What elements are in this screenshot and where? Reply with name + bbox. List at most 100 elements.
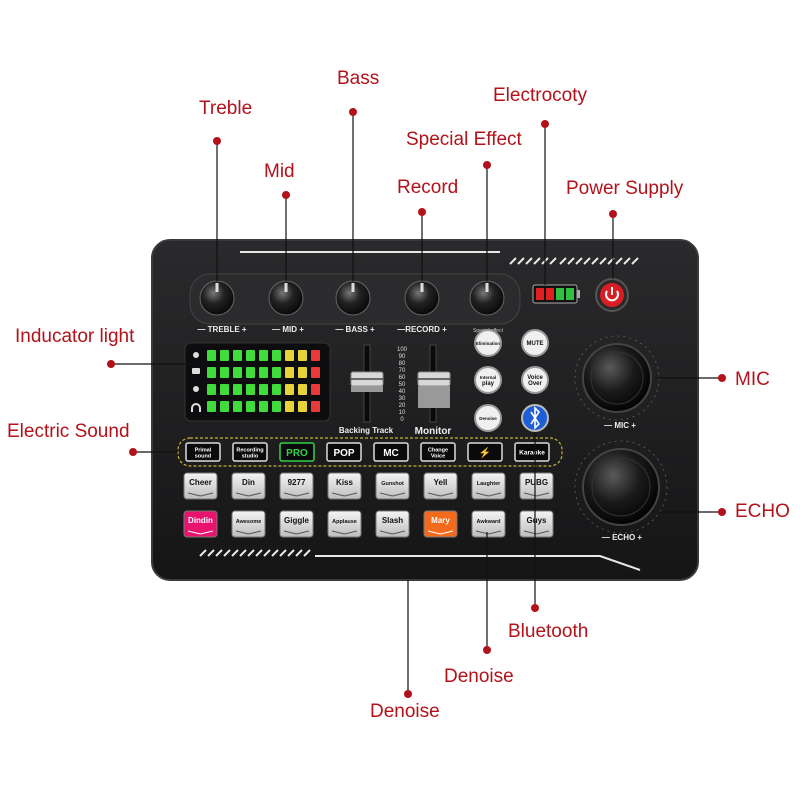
pad-applause[interactable]: Applause [327, 510, 362, 538]
led-segment [233, 401, 242, 412]
mode-button-label: sound [195, 454, 212, 460]
led-segment [298, 367, 307, 378]
led-segment [311, 401, 320, 412]
pad-laughter[interactable]: Laughter [471, 472, 506, 500]
pad-label: Laughter [477, 481, 501, 487]
led-segment [259, 367, 268, 378]
led-segment [207, 384, 216, 395]
record-knob-label: —RECORD + [397, 325, 447, 334]
pad-label: Giggle [284, 516, 309, 525]
scale-tick-label: 90 [399, 354, 406, 360]
round-button-label: play [482, 381, 495, 387]
bass-knob[interactable] [335, 280, 371, 316]
mode-button-7[interactable]: Karaoke [514, 442, 550, 462]
led-segment [207, 367, 216, 378]
scale-tick-label: 60 [399, 375, 406, 381]
mode-button-label: Karaoke [519, 450, 545, 457]
led-segment [246, 367, 255, 378]
led-meter-panel [184, 342, 331, 422]
phone-icon [192, 368, 200, 374]
led-meter [207, 350, 320, 412]
led-segment [311, 350, 320, 361]
led-segment [220, 384, 229, 395]
record-knob[interactable] [404, 280, 440, 316]
led-segment [246, 350, 255, 361]
led-segment [246, 401, 255, 412]
led-segment [259, 350, 268, 361]
callout-indicator-light: Inducator light [15, 326, 135, 347]
led-segment [233, 384, 242, 395]
callout-denoise-1: Denoise [444, 666, 514, 687]
mode-button-label: MC [383, 448, 399, 459]
led-segment [298, 384, 307, 395]
mode-button-4[interactable]: MC [373, 442, 409, 462]
bass-knob-label: — BASS + [335, 325, 375, 334]
pad-din[interactable]: Din [231, 472, 266, 500]
monitor-fader[interactable] [417, 344, 451, 423]
mode-button-2[interactable]: PRO [279, 442, 315, 462]
backing-track-fader[interactable] [350, 344, 384, 423]
pad-label: Mary [431, 516, 450, 525]
power-button[interactable] [595, 278, 629, 312]
pad-gunshot[interactable]: Gunshot [375, 472, 410, 500]
led-segment [220, 367, 229, 378]
bottom-stripes [199, 549, 311, 557]
mode-button-6[interactable]: ⚡ [467, 442, 503, 462]
mode-button-3[interactable]: POP [326, 442, 362, 462]
led-row-icons [191, 352, 201, 412]
round-button-denoise[interactable]: Denoise [474, 404, 502, 432]
callout-special-effect: Special Effect [406, 129, 522, 150]
led-segment [246, 384, 255, 395]
echo-knob[interactable] [574, 440, 668, 534]
pad-label: Guys [526, 516, 547, 525]
led-segment [285, 384, 294, 395]
pad-dindin[interactable]: Dindin [183, 510, 218, 538]
pad-9277[interactable]: 9277 [279, 472, 314, 500]
mode-button-label: ⚡ [479, 446, 491, 459]
callout-mic: MIC [735, 369, 770, 390]
round-button-label: Over [528, 381, 542, 387]
callout-bluetooth: Bluetooth [508, 621, 589, 642]
pad-yell[interactable]: Yell [423, 472, 458, 500]
pad-awesome[interactable]: Awesome [231, 510, 266, 538]
round-button-label: Elimination [476, 341, 501, 346]
pad-guys[interactable]: Guys [519, 510, 554, 538]
pad-pubg[interactable]: PUBG [519, 472, 554, 500]
treble-knob[interactable] [199, 280, 235, 316]
special-effect-knob[interactable] [469, 280, 505, 316]
round-button-label: MUTE [527, 341, 544, 347]
pad-awkward[interactable]: Awkward [471, 510, 506, 538]
led-segment [311, 384, 320, 395]
pad-cheer[interactable]: Cheer [183, 472, 218, 500]
callout-electric-sound: Electric Sound [7, 421, 130, 442]
callout-bass: Bass [337, 68, 380, 89]
pad-mary[interactable]: Mary [423, 510, 458, 538]
led-segment [220, 401, 229, 412]
pad-label: 9277 [288, 478, 306, 487]
music-icon [193, 386, 199, 392]
pad-giggle[interactable]: Giggle [279, 510, 314, 538]
mode-button-label: Voice [431, 454, 445, 460]
bluetooth-icon [530, 406, 541, 430]
pad-slash[interactable]: Slash [375, 510, 410, 538]
battery-indicator [532, 284, 580, 304]
round-button-label: Denoise [479, 416, 497, 421]
top-stripes [509, 257, 639, 265]
mid-knob-label: — MID + [272, 325, 304, 334]
led-segment [220, 350, 229, 361]
led-segment [207, 401, 216, 412]
round-button-mute[interactable]: MUTE [521, 329, 549, 357]
callout-leaders [107, 108, 726, 698]
mode-button-label: Change [428, 448, 448, 454]
pad-kiss[interactable]: Kiss [327, 472, 362, 500]
round-button-elimination[interactable]: Elimination [474, 329, 502, 357]
mid-knob[interactable] [268, 280, 304, 316]
pad-label: Yell [434, 478, 448, 487]
bluetooth-button[interactable] [521, 404, 549, 432]
callout-denoise-2: Denoise [370, 701, 440, 722]
